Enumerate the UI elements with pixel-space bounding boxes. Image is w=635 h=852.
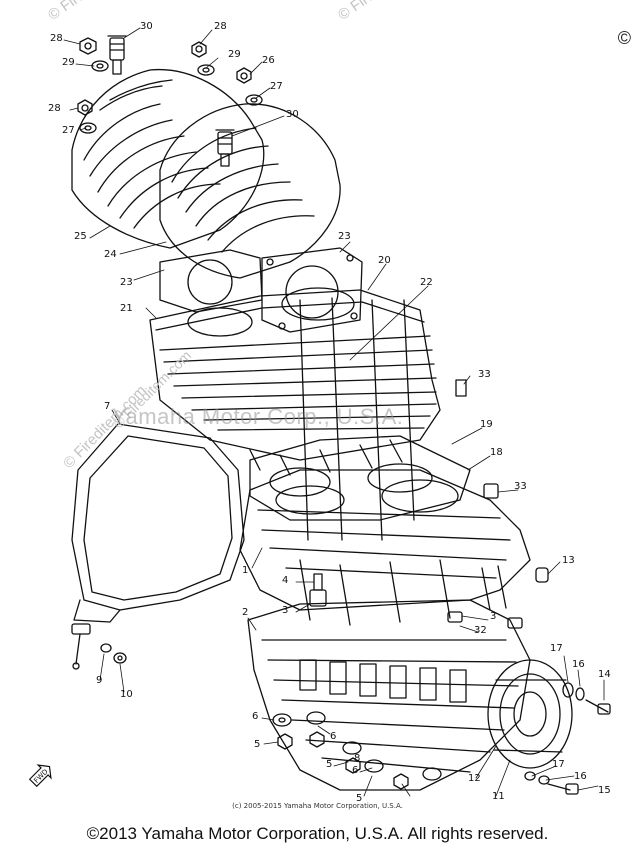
callout-15: 15	[598, 785, 611, 796]
callout-19: 19	[480, 419, 493, 430]
callout-13: 13	[562, 555, 575, 566]
callout-17: 17	[550, 643, 563, 654]
callout-26: 26	[262, 55, 275, 66]
callout-18: 18	[490, 447, 503, 458]
callout-24: 24	[104, 249, 117, 260]
callout-6: 6	[330, 731, 337, 742]
callout-8: 8	[354, 753, 361, 764]
callout-27: 27	[62, 125, 75, 136]
callout-28: 28	[50, 33, 63, 44]
crankcase-cover-left	[71, 423, 245, 623]
callout-5: 5	[326, 759, 333, 770]
callout-14: 14	[598, 669, 611, 680]
callout-23: 23	[338, 231, 351, 242]
callout-5: 5	[356, 793, 363, 804]
callout-4: 4	[282, 575, 289, 586]
callout-5: 5	[254, 739, 261, 750]
callout-28: 28	[48, 103, 61, 114]
callout-9: 9	[96, 675, 103, 686]
callout-29: 29	[228, 49, 241, 60]
inner-copyright-text: (c) 2005-2015 Yamaha Motor Corporation, …	[232, 802, 403, 810]
callout-33: 33	[478, 369, 491, 380]
head-gasket	[159, 247, 363, 333]
callout-6: 6	[352, 765, 359, 776]
cylinder-head-left	[71, 68, 265, 249]
callout-22: 22	[420, 277, 433, 288]
cylinder-block	[149, 287, 441, 476]
engine-exploded-diagram	[63, 27, 611, 797]
bearing-cover-right	[487, 659, 573, 769]
base-gasket	[249, 435, 471, 521]
watermark-corner-mark: ©	[617, 28, 631, 48]
callout-28: 28	[214, 21, 227, 32]
callout-30: 30	[140, 21, 153, 32]
callout-1: 1	[242, 565, 249, 576]
callout-3: 3	[490, 611, 497, 622]
callout-10: 10	[120, 689, 133, 700]
crankcase-upper	[239, 469, 531, 626]
callout-7: 7	[104, 401, 111, 412]
callout-32: 32	[474, 625, 487, 636]
callout-16: 16	[572, 659, 585, 670]
callout-33: 33	[514, 481, 527, 492]
callout-11: 11	[492, 791, 505, 802]
forward-direction-icon: FWD	[28, 764, 52, 788]
callout-12: 12	[468, 773, 481, 784]
callout-6: 6	[252, 711, 259, 722]
spark-plug-left	[107, 35, 127, 75]
callout-21: 21	[120, 303, 133, 314]
crankcase-lower	[247, 599, 531, 791]
callout-25: 25	[74, 231, 87, 242]
footer-copyright: ©2013 Yamaha Motor Corporation, U.S.A. A…	[86, 824, 549, 843]
cylinder-studs	[299, 297, 415, 541]
callout-29: 29	[62, 57, 75, 68]
callout-27: 27	[270, 81, 283, 92]
callout-2: 2	[242, 607, 249, 618]
watermark-yamaha: Yamaha Motor Corp., U.S.A.	[112, 404, 404, 429]
callout-16: 16	[574, 771, 587, 782]
callout-30: 30	[286, 109, 299, 120]
cylinder-head-right	[159, 103, 341, 279]
leader-lines	[63, 27, 605, 797]
fasteners-lower	[71, 379, 611, 795]
callout-23: 23	[120, 277, 133, 288]
callout-3: 3	[282, 605, 289, 616]
spark-plug-right	[215, 129, 235, 167]
callout-20: 20	[378, 255, 391, 266]
callout-17: 17	[552, 759, 565, 770]
